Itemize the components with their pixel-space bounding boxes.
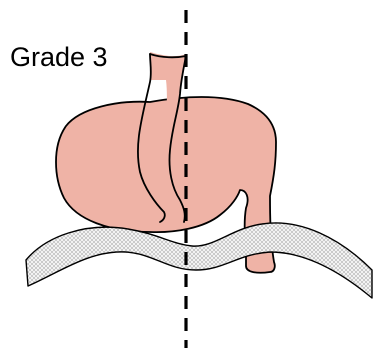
diaphragm xyxy=(26,223,372,298)
grade-label: Grade 3 xyxy=(10,44,108,71)
